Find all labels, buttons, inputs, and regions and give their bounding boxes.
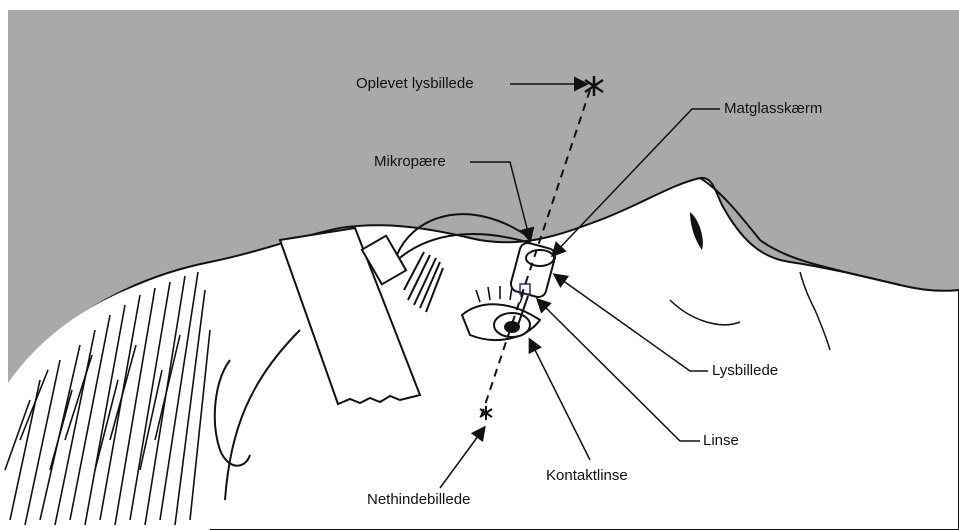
label-retinal-image: Nethindebillede (367, 491, 470, 509)
label-light-image: Lysbillede (712, 362, 778, 380)
label-ground-glass-screen: Matglasskærm (724, 100, 822, 118)
hair (0, 268, 210, 530)
leader-mikropaere (470, 162, 530, 240)
label-lens: Linse (703, 432, 739, 450)
perceived-star (585, 76, 603, 96)
label-contact-lens: Kontaktlinse (546, 467, 628, 485)
label-micro-bulb: Mikropære (374, 153, 446, 171)
label-perceived-image: Oplevet lysbillede (356, 75, 474, 93)
